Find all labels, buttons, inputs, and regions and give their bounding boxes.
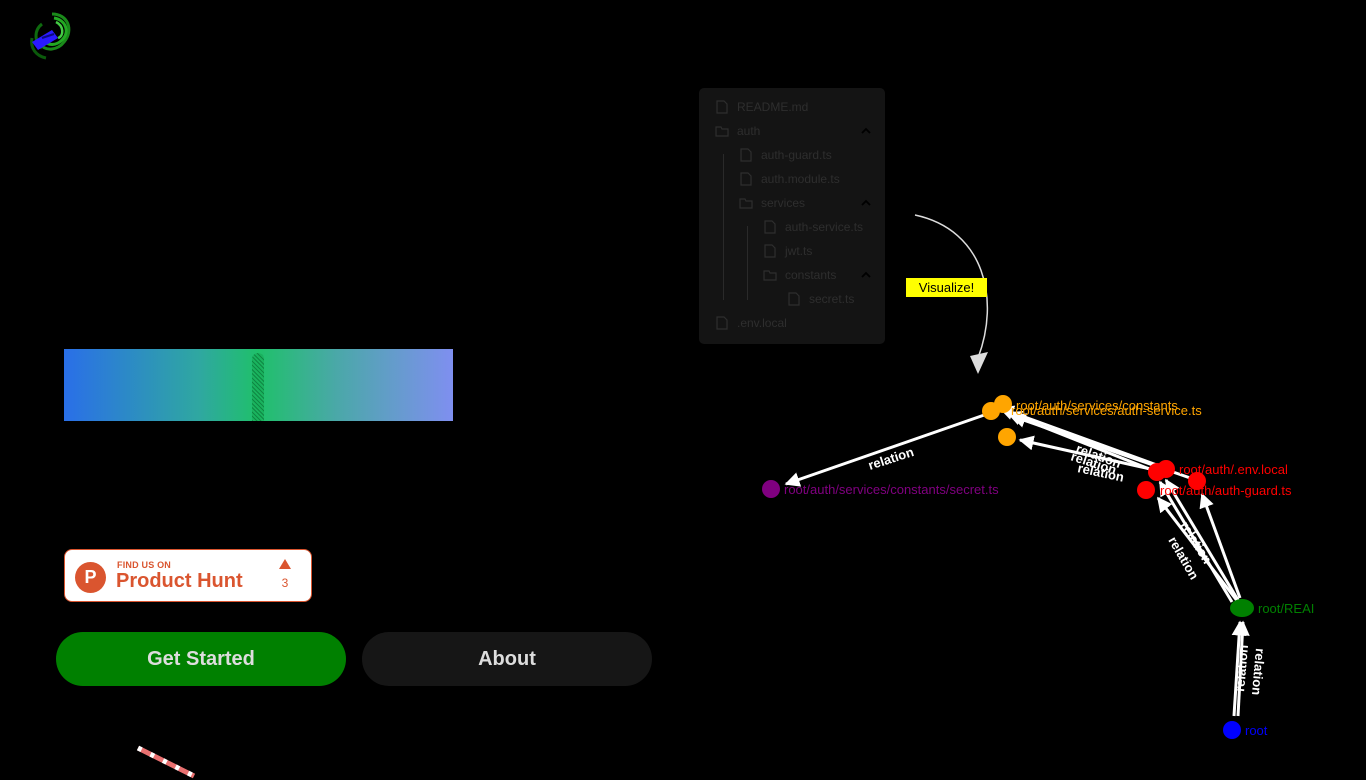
graph-node-secret[interactable] (762, 480, 780, 498)
chevron-up-icon[interactable] (861, 270, 871, 280)
graph-edge (1199, 492, 1242, 599)
graph-edge (1231, 620, 1247, 717)
tree-item[interactable]: constants (763, 265, 836, 285)
tree-item-label: constants (785, 268, 837, 282)
chevron-up-icon[interactable] (861, 198, 871, 208)
graph-node-root[interactable] (1223, 721, 1241, 739)
graph-edge (1164, 478, 1240, 601)
graph-node-jwt[interactable] (998, 428, 1016, 446)
tree-item-label: auth.module.ts (761, 172, 840, 186)
visualize-label[interactable]: Visualize! (906, 278, 987, 297)
tree-item-label: .env.local (737, 316, 787, 330)
about-button[interactable]: About (362, 632, 652, 686)
graph-edge (1158, 480, 1234, 603)
upvote-arrow-icon (279, 559, 291, 569)
file-tree-panel: README.md auth auth-guard.ts auth.module… (699, 88, 885, 344)
file-icon (740, 148, 752, 162)
tree-item-label: jwt.ts (785, 244, 813, 258)
get-started-button[interactable]: Get Started (56, 632, 346, 686)
tree-item-label: auth-service.ts (785, 220, 864, 234)
tree-item[interactable]: auth-guard.ts (739, 145, 832, 165)
tree-item-label: services (761, 196, 806, 210)
tree-item-label: auth (737, 124, 761, 138)
graph-edge (1156, 496, 1240, 603)
hero-banner (64, 349, 453, 421)
product-hunt-badge[interactable]: P FIND US ON Product Hunt 3 (64, 549, 312, 602)
tree-guide-line (723, 154, 724, 300)
spiral-logo-icon[interactable] (24, 8, 76, 64)
file-icon (764, 244, 776, 258)
node-label: root (1245, 723, 1268, 738)
banner-streak (252, 353, 264, 421)
tree-item[interactable]: services (739, 193, 805, 213)
graph-edge (1234, 620, 1250, 717)
folder-icon (715, 126, 729, 137)
folder-icon (739, 198, 753, 209)
tree-item[interactable]: auth.module.ts (739, 169, 840, 189)
node-label: root/REAI (1258, 601, 1314, 616)
tree-item-label: secret.ts (809, 292, 855, 306)
tree-item-label: README.md (737, 100, 809, 114)
product-hunt-find-us: FIND US ON (117, 560, 172, 570)
product-hunt-votes: 3 (281, 576, 289, 590)
graph-node-auth-guard[interactable] (1137, 481, 1155, 499)
edge-label: relation (1249, 648, 1268, 696)
tree-item[interactable]: .env.local (715, 313, 787, 333)
graph-edge (784, 411, 991, 487)
tree-item[interactable]: secret.ts (787, 289, 854, 309)
tree-item[interactable]: README.md (715, 97, 808, 117)
node-label: root/auth/.env.local (1179, 462, 1288, 477)
graph-node-reai[interactable] (1230, 599, 1254, 617)
graph-node-auth-service[interactable] (982, 402, 1000, 420)
node-label: root/auth/services/auth-service.ts (1011, 403, 1202, 418)
node-label: root/auth/services/constants (1016, 398, 1178, 413)
file-icon (764, 220, 776, 234)
tree-item-label: auth-guard.ts (761, 148, 832, 162)
file-icon (716, 316, 728, 330)
chevron-up-icon[interactable] (861, 126, 871, 136)
folder-icon (763, 270, 777, 281)
node-label: root/auth/auth-guard.ts (1160, 483, 1292, 498)
product-hunt-name: Product Hunt (116, 570, 243, 592)
graph-node-auth[interactable] (1148, 463, 1166, 481)
file-icon (788, 292, 800, 306)
product-hunt-icon: P (75, 562, 106, 593)
graph-node-auth-module[interactable] (1188, 472, 1206, 490)
file-icon (716, 100, 728, 114)
file-icon (740, 172, 752, 186)
graph-edge (998, 405, 1166, 470)
tree-item[interactable]: auth (715, 121, 760, 141)
node-label: root/auth/services/constants/secret.ts (784, 482, 999, 497)
tree-item[interactable]: jwt.ts (763, 241, 812, 261)
tree-item[interactable]: auth-service.ts (763, 217, 863, 237)
edge-label: relation (1232, 644, 1251, 692)
graph-edge (1018, 435, 1156, 472)
tree-guide-line (747, 226, 748, 300)
